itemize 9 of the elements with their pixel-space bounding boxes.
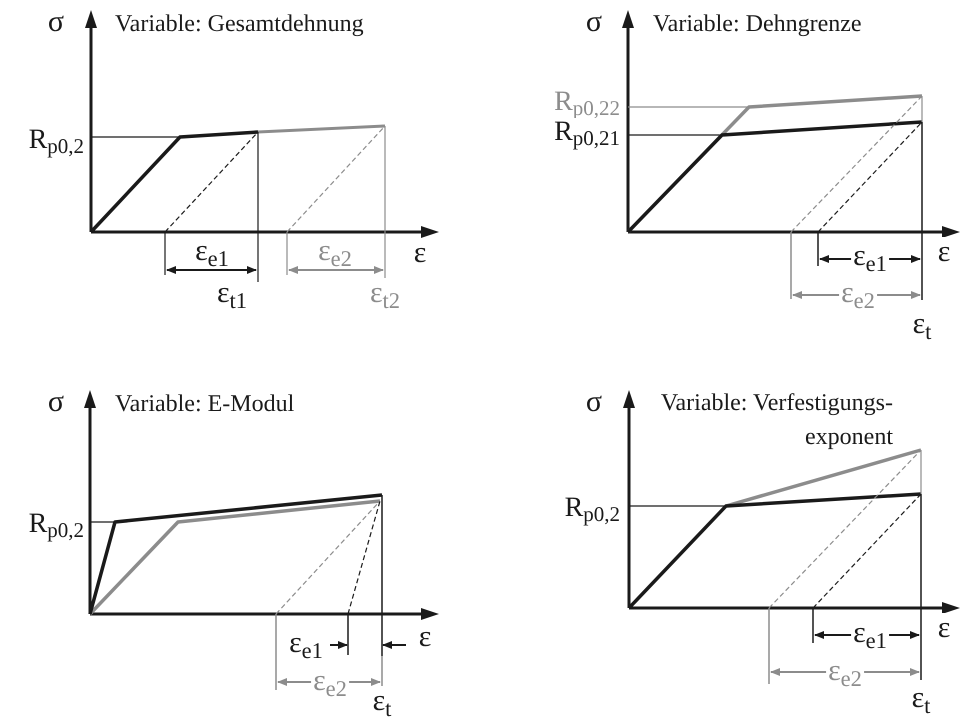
axis-label: ε$_{e1}$ <box>195 236 229 266</box>
axis-label: ε$_{t1}$ <box>216 278 248 308</box>
panel-title: Variable: Verfestigungs- exponent <box>660 389 893 452</box>
axis-label: σ <box>48 387 64 417</box>
panel-title: Variable: E-Modul <box>115 392 294 416</box>
panel-title: Variable: Dehngrenze <box>653 12 862 36</box>
axis-label: σ <box>48 7 64 37</box>
panel-title: Variable: Gesamtdehnung <box>115 12 364 36</box>
axis-label: ε$_{t}$ <box>370 686 394 716</box>
